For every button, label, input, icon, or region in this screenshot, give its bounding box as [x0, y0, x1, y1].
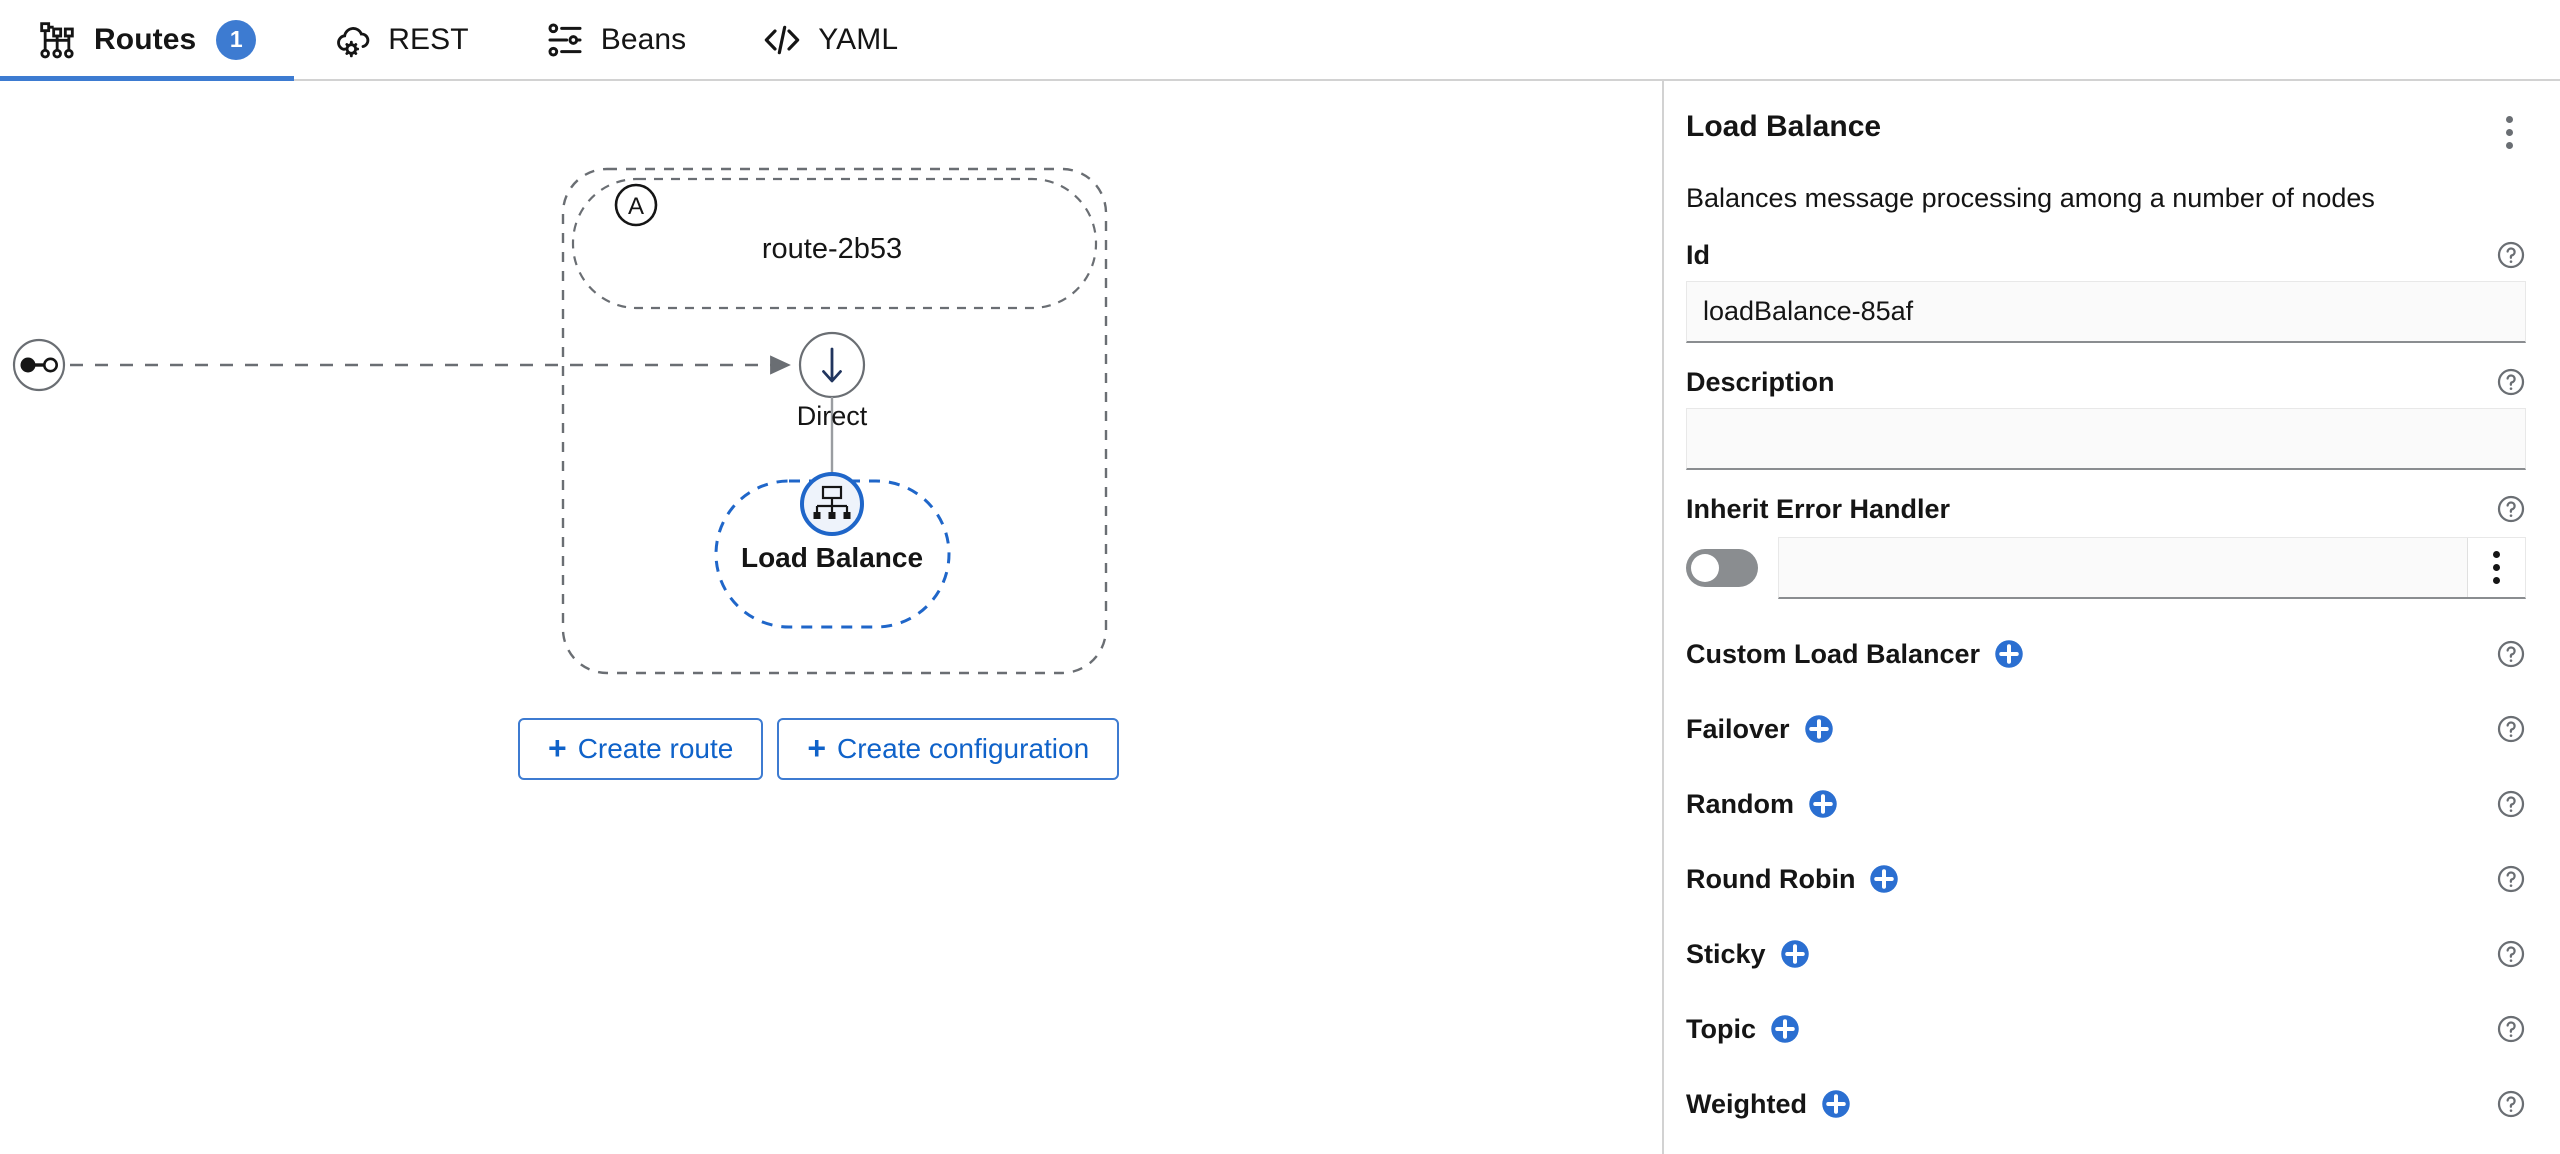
- load-balancer-row: Failover: [1686, 692, 2526, 767]
- tab-beans[interactable]: Beans: [507, 0, 725, 80]
- plus-icon: +: [807, 730, 827, 766]
- tab-label-beans: Beans: [600, 22, 687, 56]
- help-circle-icon[interactable]: [2496, 864, 2526, 894]
- help-circle-icon[interactable]: [2496, 494, 2526, 524]
- field-label-inherit-error-handler: Inherit Error Handler: [1686, 493, 1951, 524]
- field-description: Description: [1686, 367, 2526, 470]
- workspace: A: [0, 81, 2560, 1154]
- tab-label-rest: REST: [388, 22, 469, 56]
- help-circle-icon[interactable]: [2496, 1014, 2526, 1044]
- id-input[interactable]: loadBalance-85af: [1686, 280, 2526, 343]
- load-balancer-label: Topic: [1686, 1013, 1756, 1044]
- tab-label-routes: Routes: [94, 22, 197, 56]
- help-circle-icon[interactable]: [2496, 1089, 2526, 1119]
- create-route-button[interactable]: + Create route: [518, 718, 764, 780]
- routes-topology-icon: [38, 20, 78, 60]
- panel-title: Load Balance: [1686, 110, 1882, 143]
- help-circle-icon[interactable]: [2496, 714, 2526, 744]
- plus-circle-icon[interactable]: [1780, 939, 1810, 969]
- load-balance-node: [800, 472, 864, 536]
- load-balancer-row: Topic: [1686, 992, 2526, 1067]
- load-balancer-row: Sticky: [1686, 917, 2526, 992]
- plus-circle-icon[interactable]: [1804, 714, 1834, 744]
- field-label-description: Description: [1686, 366, 1835, 397]
- routes-count-badge: 1: [216, 19, 257, 60]
- node-label-direct: Direct: [796, 401, 868, 431]
- svg-text:A: A: [628, 193, 644, 220]
- kebab-menu-icon[interactable]: [2492, 109, 2526, 155]
- route-group-title: route-2b53: [761, 233, 903, 265]
- route-canvas[interactable]: A: [0, 81, 1662, 1154]
- panel-description: Balances message processing among a numb…: [1686, 183, 2375, 213]
- plus-circle-icon[interactable]: [1808, 789, 1838, 819]
- load-balancer-label: Random: [1686, 788, 1794, 819]
- inherit-error-handler-combo[interactable]: [1778, 536, 2526, 599]
- field-label-id: Id: [1686, 239, 1710, 270]
- flow-diagram: A: [12, 167, 1108, 675]
- load-balancer-row: Custom Load Balancer: [1686, 617, 2526, 692]
- sliders-icon: [545, 20, 585, 60]
- cloud-gear-icon: [332, 20, 372, 60]
- load-balance-icon: [813, 485, 851, 519]
- plus-circle-icon[interactable]: [1821, 1089, 1851, 1119]
- start-endpoint-node: [12, 338, 66, 392]
- route-marker-a: A: [614, 183, 658, 227]
- load-balancer-label: Sticky: [1686, 938, 1766, 969]
- code-brackets-icon: [762, 20, 802, 60]
- load-balancer-row: Round Robin: [1686, 842, 2526, 917]
- field-inherit-error-handler: Inherit Error Handler: [1686, 494, 2526, 599]
- load-balancer-row: Random: [1686, 767, 2526, 842]
- description-input[interactable]: [1686, 407, 2526, 470]
- tab-routes[interactable]: Routes 1: [0, 0, 295, 82]
- tab-yaml[interactable]: YAML: [724, 0, 936, 80]
- load-balancer-label: Round Robin: [1686, 863, 1856, 894]
- load-balancer-label: Failover: [1686, 713, 1790, 744]
- properties-panel: Load Balance Balances message processing…: [1662, 81, 2560, 1154]
- load-balancer-label: Custom Load Balancer: [1686, 638, 1981, 669]
- load-balancer-label: Weighted: [1686, 1088, 1807, 1119]
- help-circle-icon[interactable]: [2496, 240, 2526, 270]
- create-configuration-button[interactable]: + Create configuration: [777, 718, 1120, 780]
- combo-kebab-menu-icon[interactable]: [2467, 537, 2525, 597]
- plus-circle-icon[interactable]: [1994, 639, 2024, 669]
- main-tab-bar: Routes 1 REST: [0, 0, 2560, 82]
- route-header-pill: [571, 177, 1098, 310]
- tab-rest[interactable]: REST: [294, 0, 506, 80]
- plus-icon: +: [548, 730, 567, 766]
- direct-node: [798, 331, 866, 399]
- help-circle-icon[interactable]: [2496, 939, 2526, 969]
- help-circle-icon[interactable]: [2496, 639, 2526, 669]
- load-balancer-row: Weighted: [1686, 1067, 2526, 1142]
- plus-circle-icon[interactable]: [1869, 864, 1899, 894]
- load-balancer-list: Custom Load Balancer Failover: [1686, 617, 2526, 1142]
- help-circle-icon[interactable]: [2496, 789, 2526, 819]
- route-container-outline: [561, 167, 1108, 675]
- inherit-error-handler-toggle[interactable]: [1686, 548, 1758, 587]
- canvas-action-buttons: + Create route + Create configuration: [518, 718, 1120, 780]
- inherit-error-handler-value: [1779, 538, 2467, 597]
- plus-circle-icon[interactable]: [1770, 1014, 1800, 1044]
- create-route-label: Create route: [577, 733, 734, 764]
- create-configuration-label: Create configuration: [837, 733, 1090, 764]
- field-id: Id loadBalance-85af: [1686, 240, 2526, 343]
- tab-label-yaml: YAML: [818, 22, 899, 56]
- panel-header: Load Balance: [1686, 109, 2526, 155]
- node-label-load-balance: Load Balance: [740, 542, 924, 573]
- help-circle-icon[interactable]: [2496, 367, 2526, 397]
